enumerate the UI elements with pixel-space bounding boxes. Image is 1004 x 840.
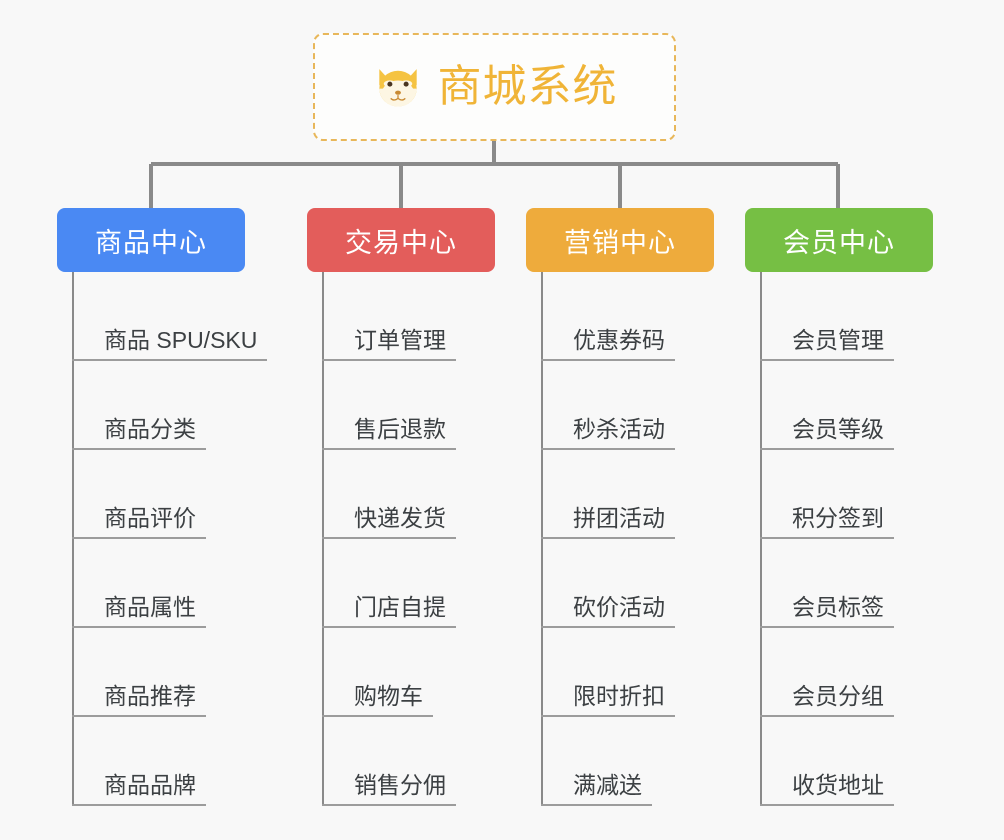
leaf-item-label: 商品分类 xyxy=(72,416,206,450)
leaf-item-label: 会员分组 xyxy=(760,683,894,717)
leaf-item[interactable]: 会员等级 xyxy=(760,361,894,450)
leaf-item-label: 会员标签 xyxy=(760,594,894,628)
leaf-item-label: 快递发货 xyxy=(322,505,456,539)
leaf-item-label: 满减送 xyxy=(541,772,652,806)
branch-leaf-column-3: 优惠券码秒杀活动拼团活动砍价活动限时折扣满减送 xyxy=(541,272,675,806)
leaf-item[interactable]: 收货地址 xyxy=(760,717,894,806)
leaf-item-label: 会员管理 xyxy=(760,327,894,361)
branch-header-label: 会员中心 xyxy=(783,227,895,258)
leaf-item[interactable]: 销售分佣 xyxy=(322,717,456,806)
leaf-item[interactable]: 会员标签 xyxy=(760,539,894,628)
branch-leaf-column-1: 商品 SPU/SKU 商品分类商品评价商品属性商品推荐商品品牌 xyxy=(72,272,268,806)
leaf-item[interactable]: 会员管理 xyxy=(760,272,894,361)
branch-header-label: 商品中心 xyxy=(95,227,207,258)
branch-leaf-column-4: 会员管理会员等级积分签到会员标签会员分组收货地址 xyxy=(760,272,894,806)
branch-leaf-column-2: 订单管理售后退款快递发货门店自提购物车销售分佣 xyxy=(322,272,456,806)
leaf-item-label: 拼团活动 xyxy=(541,505,675,539)
leaf-item[interactable]: 商品品牌 xyxy=(72,717,267,806)
shiba-dog-face-icon xyxy=(378,69,417,107)
leaf-item-label: 积分签到 xyxy=(760,505,894,539)
branch-header-1[interactable]: 商品中心 xyxy=(57,208,245,272)
leaf-item-label: 秒杀活动 xyxy=(541,416,675,450)
leaf-item-label: 售后退款 xyxy=(322,416,456,450)
leaf-item-label: 商品评价 xyxy=(72,505,206,539)
leaf-item[interactable]: 拼团活动 xyxy=(541,450,675,539)
branch-header-label: 营销中心 xyxy=(564,227,676,258)
leaf-item-label: 销售分佣 xyxy=(322,772,456,806)
root-node[interactable]: 商城系统 xyxy=(313,33,676,141)
leaf-item[interactable]: 会员分组 xyxy=(760,628,894,717)
leaf-spine xyxy=(322,272,324,806)
leaf-item-label: 购物车 xyxy=(322,683,433,717)
leaf-item[interactable]: 砍价活动 xyxy=(541,539,675,628)
leaf-item[interactable]: 快递发货 xyxy=(322,450,456,539)
leaf-item[interactable]: 门店自提 xyxy=(322,539,456,628)
leaf-item-label: 商品属性 xyxy=(72,594,206,628)
leaf-item[interactable]: 订单管理 xyxy=(322,272,456,361)
leaf-item[interactable]: 商品分类 xyxy=(72,361,267,450)
leaf-item-label: 商品 SPU/SKU xyxy=(72,327,268,361)
leaf-item-label: 优惠券码 xyxy=(541,327,675,361)
leaf-item[interactable]: 秒杀活动 xyxy=(541,361,675,450)
leaf-item-label: 商品推荐 xyxy=(72,683,206,717)
leaf-spine xyxy=(72,272,74,806)
leaf-item[interactable]: 商品推荐 xyxy=(72,628,267,717)
branch-header-3[interactable]: 营销中心 xyxy=(526,208,714,272)
branch-header-4[interactable]: 会员中心 xyxy=(745,208,933,272)
root-title: 商城系统 xyxy=(437,62,618,111)
leaf-item[interactable]: 商品 SPU/SKU xyxy=(72,272,268,361)
branch-header-label: 交易中心 xyxy=(345,227,457,258)
leaf-item-label: 收货地址 xyxy=(760,772,894,806)
leaf-item[interactable]: 售后退款 xyxy=(322,361,456,450)
leaf-item-label: 商品品牌 xyxy=(72,772,206,806)
leaf-item[interactable]: 优惠券码 xyxy=(541,272,675,361)
leaf-item[interactable]: 商品属性 xyxy=(72,539,267,628)
leaf-item[interactable]: 商品评价 xyxy=(72,450,267,539)
leaf-item[interactable]: 限时折扣 xyxy=(541,628,675,717)
leaf-item-label: 限时折扣 xyxy=(541,683,675,717)
leaf-item-label: 砍价活动 xyxy=(541,594,675,628)
leaf-item[interactable]: 满减送 xyxy=(541,717,675,806)
leaf-item-label: 会员等级 xyxy=(760,416,894,450)
branch-header-2[interactable]: 交易中心 xyxy=(307,208,495,272)
leaf-item-label: 门店自提 xyxy=(322,594,456,628)
leaf-item[interactable]: 购物车 xyxy=(322,628,456,717)
leaf-spine xyxy=(541,272,543,806)
leaf-spine xyxy=(760,272,762,806)
leaf-item-label: 订单管理 xyxy=(322,327,456,361)
leaf-item[interactable]: 积分签到 xyxy=(760,450,894,539)
